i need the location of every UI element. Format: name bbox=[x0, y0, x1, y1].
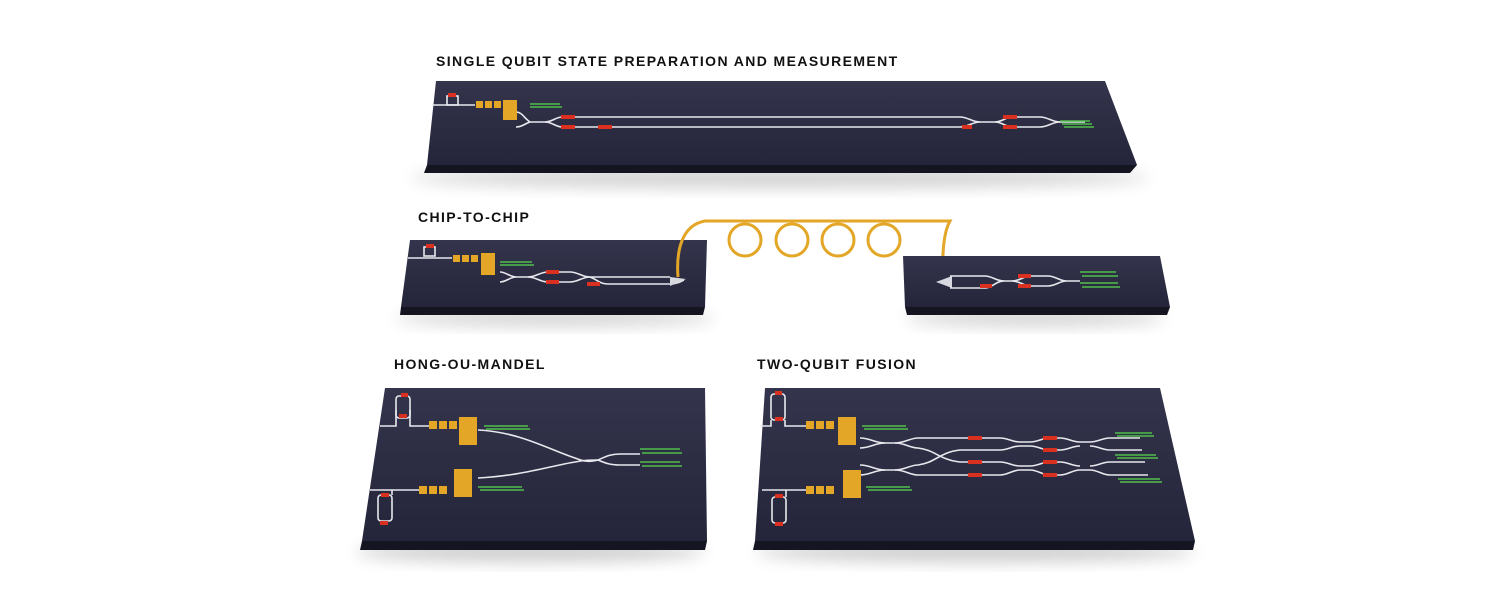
sources bbox=[806, 417, 861, 498]
chip-edge bbox=[424, 165, 1137, 173]
source-pad bbox=[453, 255, 460, 262]
heaters bbox=[775, 391, 1057, 526]
heaters bbox=[980, 274, 1031, 288]
chip-edge bbox=[905, 307, 1170, 315]
chip-face bbox=[427, 81, 1137, 165]
source-block bbox=[481, 253, 495, 275]
chip-face bbox=[903, 256, 1170, 307]
detectors bbox=[478, 425, 682, 491]
chip-face bbox=[362, 388, 707, 541]
title-chip-to-chip: CHIP-TO-CHIP bbox=[418, 209, 531, 225]
heaters bbox=[546, 270, 600, 286]
detector bbox=[500, 261, 534, 266]
title-single-qubit: SINGLE QUBIT STATE PREPARATION AND MEASU… bbox=[436, 53, 899, 69]
chip-to-chip-right bbox=[903, 256, 1170, 326]
chip-edge bbox=[753, 541, 1195, 550]
source-pad bbox=[471, 255, 478, 262]
waveguide-network bbox=[408, 246, 685, 285]
chip-two-qubit-fusion bbox=[753, 388, 1195, 562]
chip-edge bbox=[400, 307, 705, 315]
heaters bbox=[561, 115, 1017, 129]
detectors bbox=[862, 425, 1162, 491]
chip-single-qubit bbox=[410, 81, 1150, 188]
chip-face bbox=[755, 388, 1195, 541]
source-pad bbox=[462, 255, 469, 262]
chip-hong-ou-mandel bbox=[355, 388, 707, 562]
title-hong-ou-mandel: HONG-OU-MANDEL bbox=[394, 356, 546, 372]
heater bbox=[426, 244, 434, 248]
source-block bbox=[503, 100, 517, 120]
fiber-coupler bbox=[670, 277, 686, 286]
detector bbox=[530, 103, 1094, 128]
source-pad bbox=[494, 101, 501, 108]
title-two-qubit-fusion: TWO-QUBIT FUSION bbox=[757, 356, 918, 372]
chip-edge bbox=[360, 541, 707, 550]
heater bbox=[448, 93, 456, 97]
source-pad bbox=[476, 101, 483, 108]
detector bbox=[1080, 271, 1120, 288]
chip-to-chip-left bbox=[395, 240, 715, 326]
sources bbox=[419, 417, 477, 497]
source-pad bbox=[485, 101, 492, 108]
heaters bbox=[380, 393, 408, 525]
fiber-coupler bbox=[936, 276, 952, 288]
